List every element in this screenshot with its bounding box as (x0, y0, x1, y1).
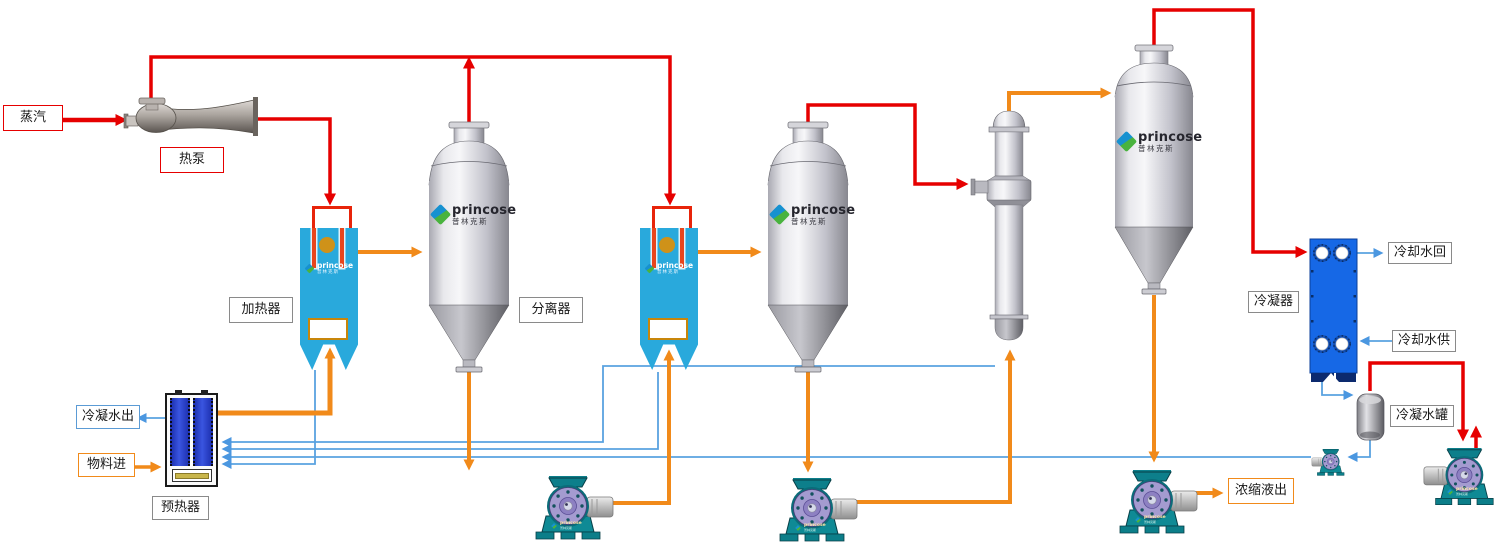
cooling-water-supply-label: 冷却水供 (1392, 330, 1457, 353)
brand-logo: princose 普林克斯 (795, 523, 826, 532)
brand-name-cn: 普林克斯 (1138, 144, 1174, 153)
heater-1-lower-port (308, 318, 348, 340)
brand-mark-icon (304, 263, 315, 274)
brand-name-cn: 普林克斯 (317, 269, 339, 275)
brand-name: princose (1138, 130, 1203, 145)
condenser-hx (1309, 238, 1358, 382)
heater2-condensate-line (221, 372, 659, 454)
brand-mark-icon (768, 204, 791, 226)
brand-name: princose (560, 521, 582, 526)
brand-logo: princose 普林克斯 (644, 261, 694, 275)
brand-name-cn: 普林克斯 (1144, 520, 1157, 524)
brand-name: princose (452, 203, 517, 218)
preheater-to-heater1-line (218, 347, 336, 416)
brand-logo: princose 普林克斯 (429, 203, 517, 226)
heater-2-lower-port (648, 318, 688, 340)
brand-logo: princose 普林克斯 (1115, 130, 1203, 153)
heat-pump-ejector (123, 97, 258, 136)
heater-2-steam-pipe (652, 228, 656, 268)
preheater-base-strip (175, 473, 209, 479)
preheater-port (175, 390, 182, 395)
separator-2 (767, 121, 849, 373)
heater-label: 加热器 (229, 297, 293, 324)
heater-2-steam-pipe (680, 228, 684, 268)
column-to-evaporator3-line (1007, 87, 1112, 112)
brand-logo: princose 普林克斯 (1447, 487, 1478, 496)
ejector-discharge-line (256, 117, 336, 206)
tank-to-pump-line (1347, 439, 1371, 462)
brand-name-cn: 普林克斯 (1456, 492, 1469, 496)
brand-name: princose (1144, 515, 1166, 520)
evaporator-vessel-3 (1114, 44, 1194, 295)
brand-name: princose (317, 261, 354, 270)
brand-mark-icon (1447, 489, 1453, 495)
condensate-out-label: 冷凝水出 (76, 405, 141, 430)
brand-name: princose (657, 261, 694, 270)
condensate-tank-label: 冷凝水罐 (1390, 405, 1455, 428)
material-in-label: 物料进 (78, 453, 136, 478)
heater-1-steam-bracket (312, 206, 352, 231)
tank-to-right-pump-line (1368, 361, 1469, 442)
separator2-vapor-line (806, 103, 969, 190)
heater1-condensate-line (221, 370, 316, 469)
pump1-to-heater2-line (612, 349, 675, 505)
brand-logo: princose 普林克斯 (768, 203, 856, 226)
brand-name: princose (791, 203, 856, 218)
heater-2-steam-bracket (652, 206, 692, 231)
circulation-column (970, 110, 1032, 341)
separator-label: 分离器 (519, 297, 583, 324)
concentrate-out-label: 浓缩液出 (1228, 478, 1295, 505)
brand-name: princose (1456, 487, 1478, 492)
separator-1 (428, 121, 510, 373)
preheater-plate-pack (193, 398, 213, 466)
heater-1-sight-glass (319, 237, 335, 253)
condensate-pump-small (1311, 448, 1345, 476)
pump2-to-column-line (856, 349, 1016, 504)
brand-name-cn: 普林克斯 (657, 269, 679, 275)
brand-logo: princose 普林克斯 (551, 521, 582, 530)
cooling-water-return-label: 冷却水回 (1388, 242, 1453, 265)
heat-pump-label: 热泵 (160, 147, 224, 174)
heater-1-steam-pipe (312, 228, 316, 268)
heater-2-sight-glass (659, 237, 675, 253)
brand-logo: princose 普林克斯 (304, 261, 354, 275)
brand-mark-icon (795, 525, 801, 531)
brand-name-cn: 普林克斯 (560, 526, 573, 530)
brand-mark-icon (1135, 517, 1141, 523)
brand-name: princose (804, 523, 826, 528)
steam-label: 蒸汽 (3, 105, 63, 132)
preheater-port (201, 390, 208, 395)
brand-mark-icon (1115, 131, 1138, 153)
preheater-plate-pack (170, 398, 190, 466)
column-condensate-line (221, 365, 995, 447)
vapor-header-line (149, 55, 676, 206)
brand-mark-icon (644, 263, 655, 274)
brand-name-cn: 普林克斯 (452, 217, 488, 226)
brand-name-cn: 普林克斯 (804, 528, 817, 532)
condensate-tank (1356, 393, 1385, 441)
preheater-label: 预热器 (152, 496, 210, 521)
brand-name-cn: 普林克斯 (791, 217, 827, 226)
brand-mark-icon (429, 204, 452, 226)
brand-mark-icon (551, 523, 557, 529)
preheater-unit (165, 390, 218, 487)
heater-1-steam-pipe (340, 228, 344, 268)
condenser-label: 冷凝器 (1248, 291, 1300, 314)
brand-logo: princose 普林克斯 (1135, 515, 1166, 524)
condensate-pump-large (1423, 447, 1494, 506)
evaporator3-vapor-line (1152, 8, 1308, 258)
